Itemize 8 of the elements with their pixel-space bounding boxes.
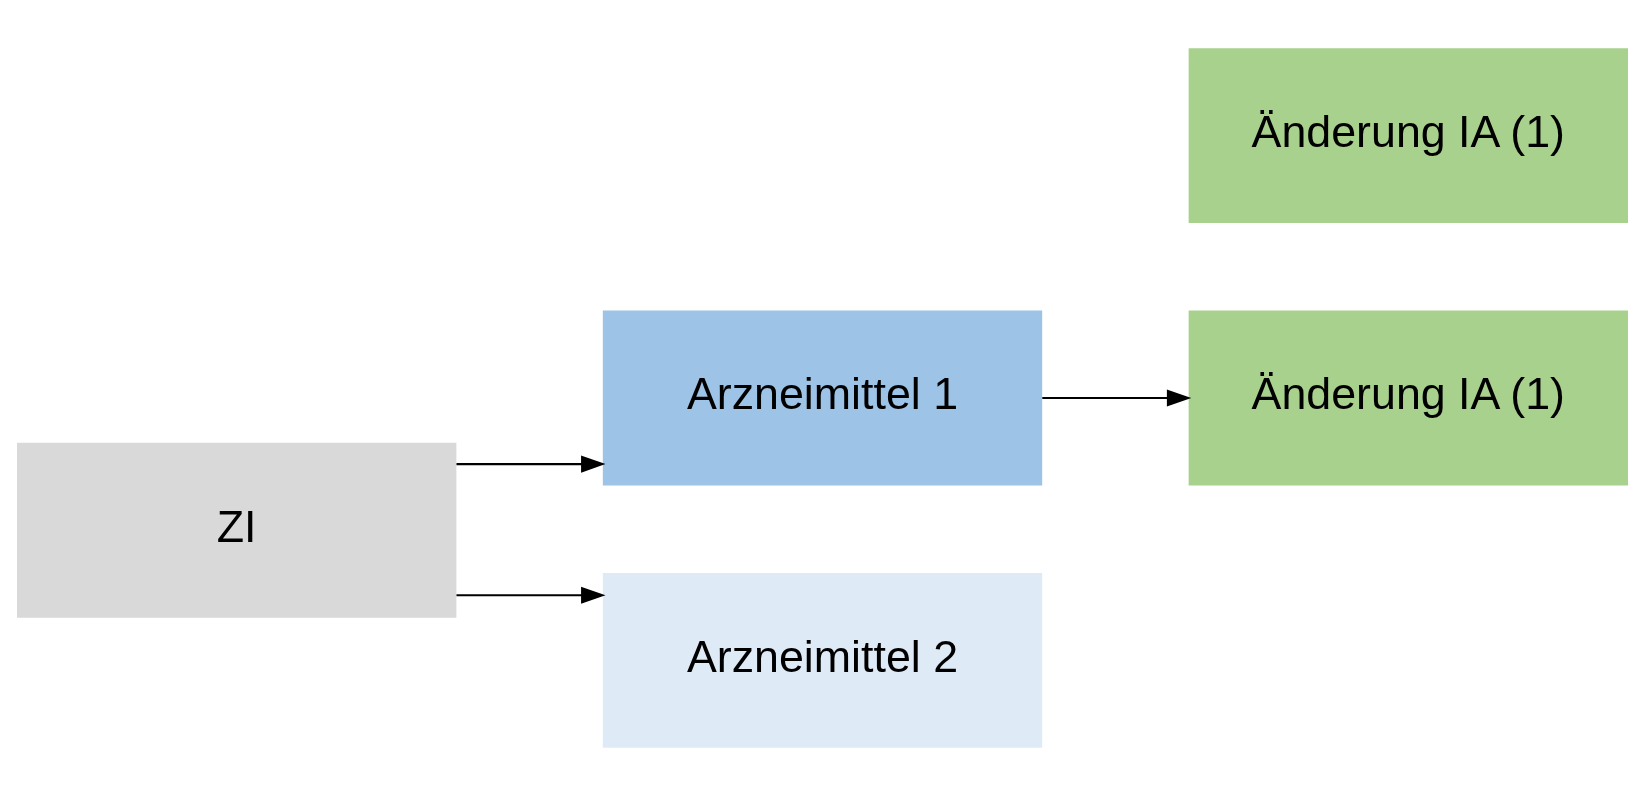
arrow [456,455,606,473]
node-box: Arzneimittel 1 [602,310,1043,485]
node-box: Änderung IA (1) [1188,310,1628,485]
arrow [1042,388,1192,407]
node-box: Arzneimittel 2 [602,572,1043,748]
arrow [456,586,606,604]
node-box: ZI [17,442,457,618]
node-box: Änderung IA (1) [1188,47,1628,223]
